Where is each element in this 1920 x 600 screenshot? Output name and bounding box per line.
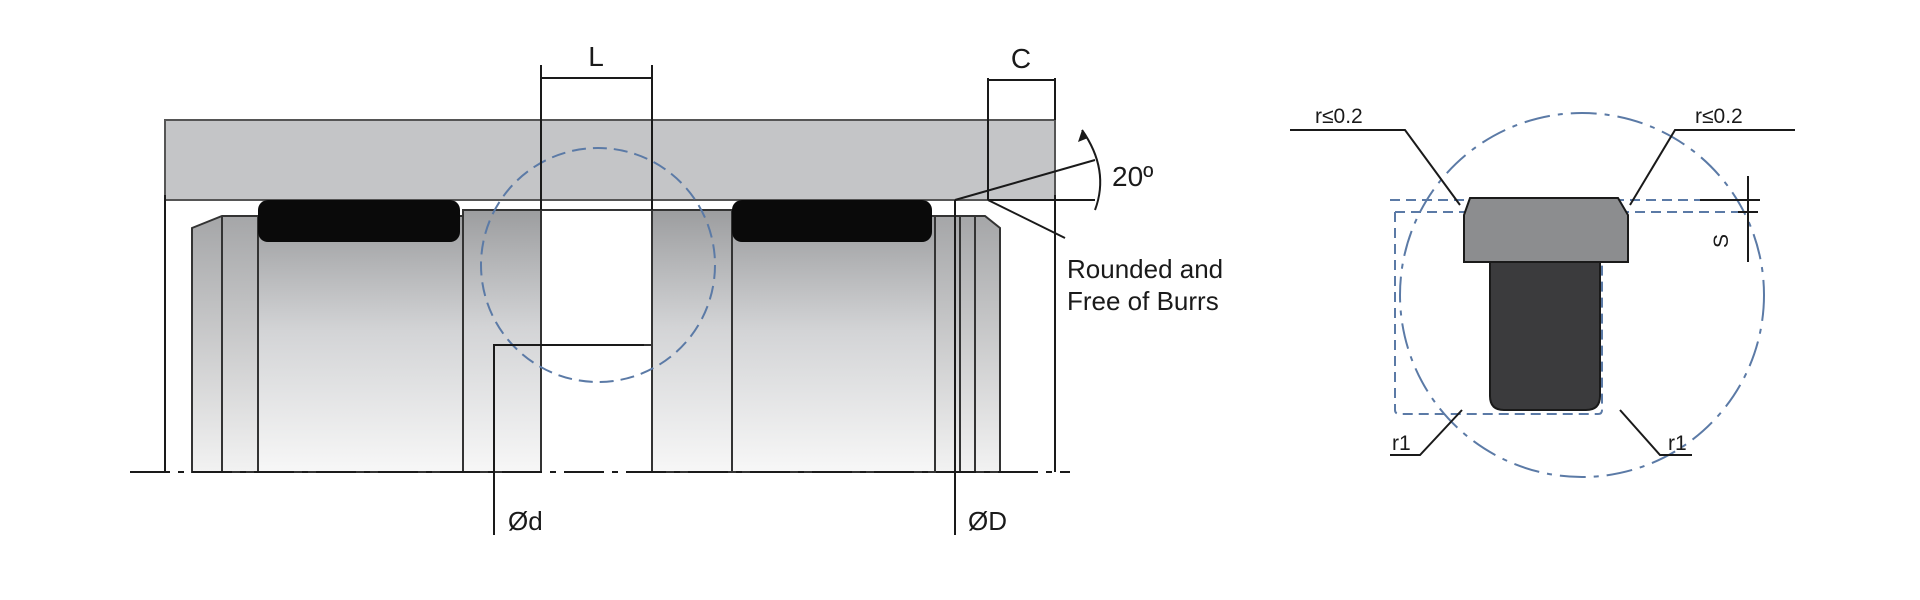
label-r1-right: r1 — [1668, 432, 1687, 455]
leader-r1-right — [1619, 409, 1692, 456]
note-rounded: Rounded and — [1067, 254, 1223, 284]
seal-cap — [1463, 197, 1629, 263]
label-D: ØD — [968, 506, 1007, 536]
section-view: L C 20º Rounded and Free of Burrs Ød — [130, 41, 1223, 536]
rod-body-4 — [731, 215, 936, 473]
dimension-C: C — [987, 43, 1056, 200]
angle-20: 20º — [954, 129, 1153, 239]
note-burrs: Free of Burrs — [1067, 286, 1219, 316]
seal-core — [1489, 261, 1601, 411]
rod-body-3 — [651, 209, 733, 473]
dimension-D: ØD — [954, 200, 1007, 536]
detail-view-circle — [1399, 112, 1765, 478]
seal-right — [732, 200, 932, 242]
center-groove — [540, 209, 653, 346]
leader-r1-left — [1390, 409, 1463, 456]
detail-circle — [480, 147, 716, 383]
label-r02-right: r≤0.2 — [1695, 105, 1743, 128]
seal-left — [258, 200, 460, 242]
detail-view: r≤0.2 r≤0.2 r1 r1 S — [1290, 105, 1795, 478]
rod-end-right — [974, 215, 1001, 473]
groove-outline — [1394, 212, 1603, 415]
label-angle: 20º — [1112, 161, 1153, 192]
leader-r02-right — [1629, 129, 1795, 206]
label-S: S — [1710, 234, 1733, 248]
rod-body-1 — [257, 215, 464, 473]
dimension-L: L — [540, 41, 653, 210]
label-r1-left: r1 — [1392, 432, 1411, 455]
label-L: L — [588, 41, 604, 72]
label-d: Ød — [508, 506, 543, 536]
rod-body-2 — [462, 209, 542, 473]
label-r02-left: r≤0.2 — [1315, 105, 1363, 128]
rod-end-left — [191, 215, 261, 473]
leader-r02-left — [1290, 129, 1461, 206]
dimension-S: S — [1700, 176, 1760, 262]
housing-wall — [164, 119, 1056, 201]
label-C: C — [1011, 43, 1031, 74]
dimension-d: Ød — [493, 344, 644, 536]
